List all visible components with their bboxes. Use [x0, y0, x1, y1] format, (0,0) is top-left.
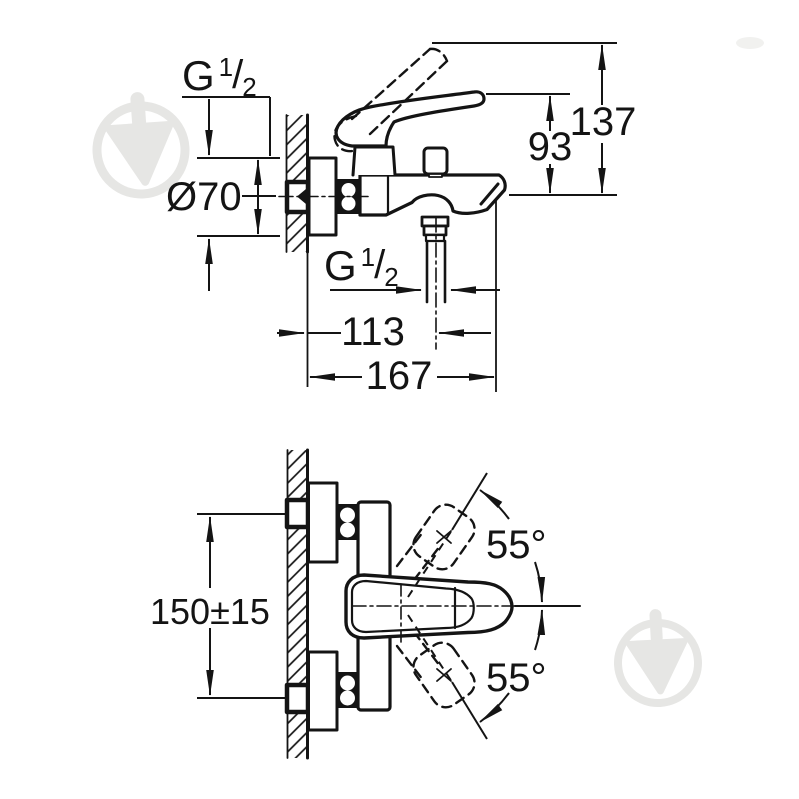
label-total-height: 137 [570, 100, 637, 144]
cartridge-tower [351, 145, 397, 177]
union-nut-face [341, 183, 356, 197]
hose-nut [422, 224, 448, 237]
diverter-knob [422, 146, 449, 176]
angle-down-arc-a [534, 609, 546, 651]
mixer-body [358, 173, 507, 217]
lever-handle-raised-dashed [333, 47, 449, 153]
pipe-end-wedge [297, 189, 306, 204]
lever-handle [334, 90, 486, 148]
lever-rotated-up-dashed [395, 503, 476, 582]
aerator-inner-line [479, 182, 500, 206]
label-total-depth: 167 [366, 354, 433, 398]
watermark-trowel-logo-bottom-right [614, 609, 702, 707]
union-nut-face [340, 690, 355, 706]
escutcheon-flange-bottom [307, 650, 339, 732]
watermark-trowel-handle [649, 609, 663, 645]
watermark-trowel-logo-top-left [92, 92, 190, 199]
label-swivel-angle-down: 55° [486, 656, 547, 700]
union-nut-face [340, 522, 355, 538]
angle-up-arc-a [479, 489, 510, 520]
lever-handle-front-inner [350, 579, 475, 634]
union-nut-face [341, 196, 356, 211]
front-view-dimensions [197, 472, 546, 740]
escutcheon-flange-top [307, 481, 339, 564]
watermark-trowel-handle [130, 92, 147, 131]
side-view-dimensions [182, 42, 617, 392]
diverter-stem [428, 173, 443, 178]
angle-up-arc-b [534, 561, 546, 603]
wall-connection-square-bottom [284, 682, 311, 715]
front-view [284, 448, 581, 760]
watermark-trowel-blade [626, 638, 688, 695]
lever-rotated-down-dashed [395, 630, 476, 709]
label-swivel-angle-up: 55° [486, 523, 547, 567]
union-nut-face [340, 507, 355, 523]
label-lever-height: 93 [528, 125, 573, 169]
label-mounting-distance: 150±15 [150, 591, 270, 632]
label-hose-offset: 113 [341, 310, 405, 354]
side-view [278, 47, 507, 350]
watermark-trowel-blade [105, 120, 174, 186]
angle-down-ray [451, 681, 488, 740]
label-flange-diameter: Ø70 [166, 175, 242, 219]
angle-down-arc-b [479, 692, 510, 723]
angle-up-ray [451, 472, 488, 531]
wall-connection-square-top [284, 497, 311, 530]
union-nut-face [340, 675, 355, 691]
hose-collar [424, 233, 446, 243]
watermark-remnant [736, 37, 764, 49]
